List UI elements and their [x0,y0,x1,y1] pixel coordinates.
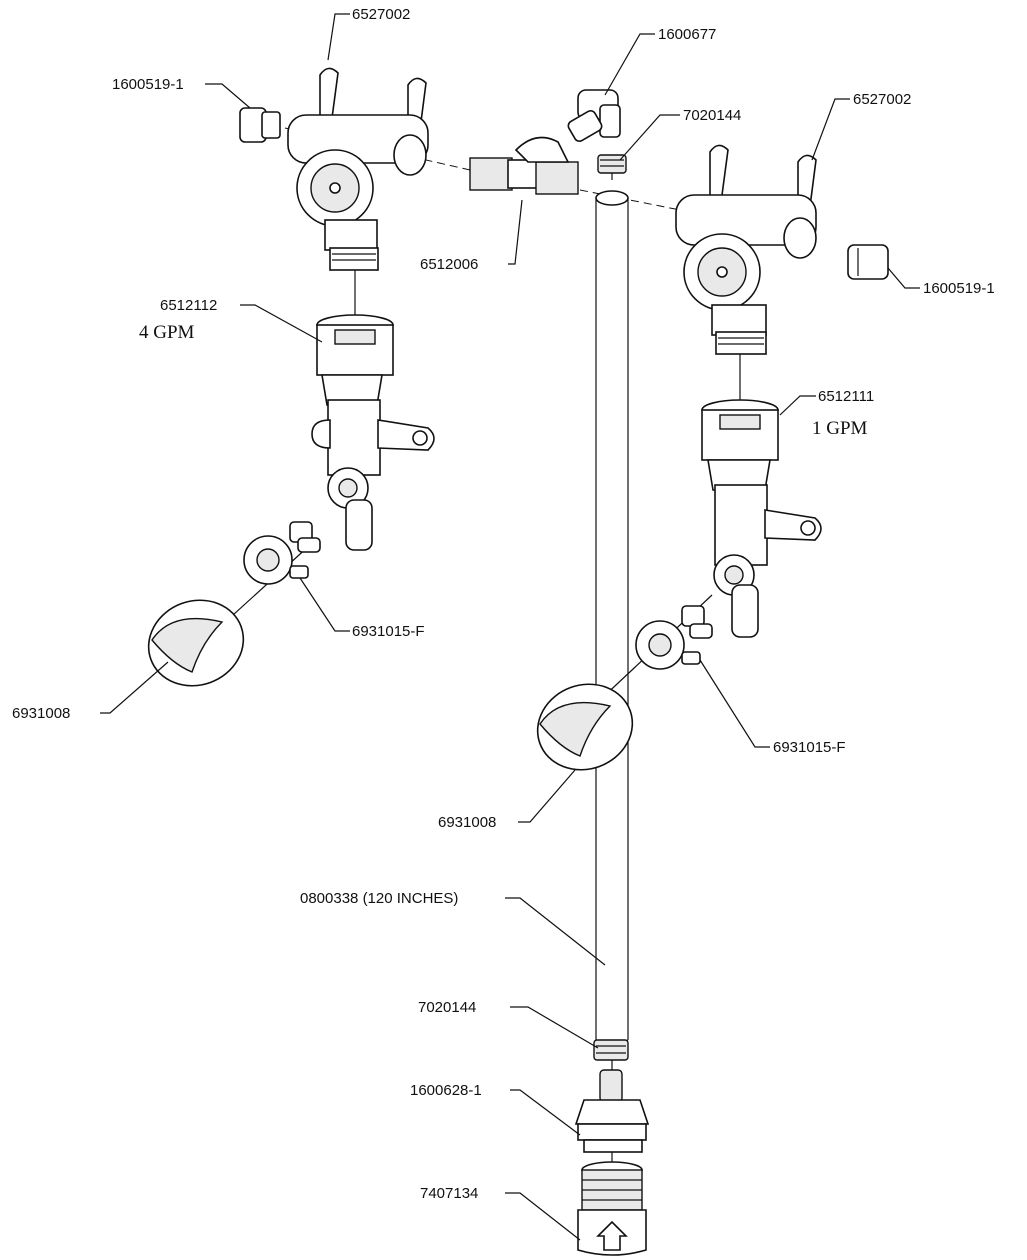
label-bracket-left: 6527002 [352,6,410,23]
bracket-valve-body-right [675,144,817,355]
label-barb-adapter: 1600628-1 [410,1082,482,1099]
injector-left [311,314,435,551]
label-clamp-bottom: 7020144 [418,999,476,1016]
label-knob-right: 6931008 [438,814,496,831]
injector-right [701,399,822,638]
leader-lines [100,13,920,1241]
label-tube: 0800338 (120 INCHES) [300,890,458,907]
label-cap-left: 1600519-1 [112,76,184,93]
cap-right [847,244,889,280]
elbow-fitting [567,89,621,142]
label-knob-left: 6931008 [12,705,70,722]
label-cap-right: 1600519-1 [923,280,995,297]
clamp-top [597,154,627,174]
label-elbow: 1600677 [658,26,716,43]
knob-left [147,599,245,687]
label-hose-adapter: 7407134 [420,1185,478,1202]
label-injector-left-rate: 4 GPM [139,322,195,343]
label-injector-right: 6512111 [818,388,874,405]
clamp-bottom [593,1039,629,1061]
label-clamp-top: 7020144 [683,107,741,124]
hose-adapter [577,1161,647,1256]
valve-right [635,605,713,670]
nipple-fitting [469,136,579,195]
label-bracket-right: 6527002 [853,91,911,108]
label-injector-right-rate: 1 GPM [812,418,868,439]
label-valve-left: 6931015-F [352,623,425,640]
cap-left [239,107,281,143]
label-injector-left: 6512112 [160,297,217,314]
bracket-valve-body-left [287,67,429,271]
knob-right [536,683,634,771]
barb-adapter [574,1069,650,1153]
valve-left [243,521,321,585]
label-valve-right: 6931015-F [773,739,846,756]
label-nipple: 6512006 [420,256,478,273]
tube [595,190,629,1045]
